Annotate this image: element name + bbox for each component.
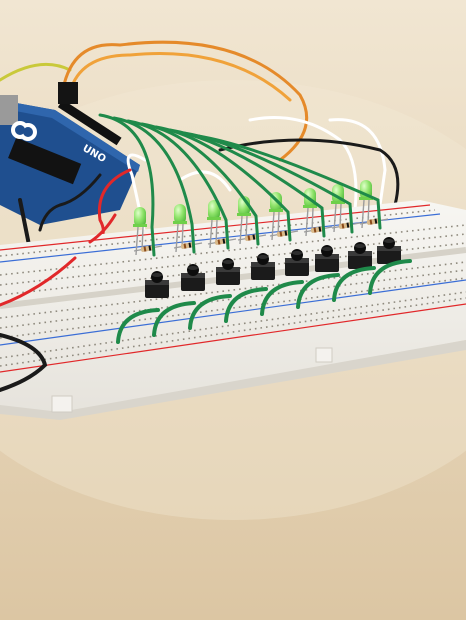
green-wire-bundle [98, 113, 382, 257]
green-jumper-wire [368, 259, 412, 295]
green-bundle-wire [196, 134, 382, 230]
resistor [244, 234, 259, 241]
push-button [181, 264, 205, 291]
push-button [315, 245, 339, 272]
resistor [366, 218, 381, 225]
push-button [251, 253, 275, 280]
green-jumper-wire [224, 287, 268, 323]
green-led [207, 200, 221, 220]
green-led [133, 207, 147, 227]
push-button [377, 237, 401, 264]
push-button [216, 258, 240, 285]
resistor [338, 222, 353, 229]
arduino-uno-board: UNO [0, 82, 140, 225]
resistor [140, 245, 155, 252]
push-button [348, 242, 372, 269]
resistor [310, 226, 325, 233]
push-button [285, 249, 309, 276]
green-jumper-wire [296, 273, 340, 309]
green-jumper-wire [152, 301, 196, 337]
resistor [180, 242, 195, 249]
green-jumper-wire [260, 280, 304, 316]
green-jumper-wire [188, 294, 232, 330]
resistor [276, 230, 291, 237]
red-power-wires [0, 213, 117, 307]
resistor [214, 238, 229, 245]
back-wires [18, 116, 400, 252]
components-layer [116, 180, 412, 344]
green-led [173, 204, 187, 224]
black-ground-wire [0, 333, 48, 392]
green-jumper-wire [332, 266, 376, 302]
push-button [145, 271, 169, 298]
green-jumper-wire [116, 308, 160, 344]
